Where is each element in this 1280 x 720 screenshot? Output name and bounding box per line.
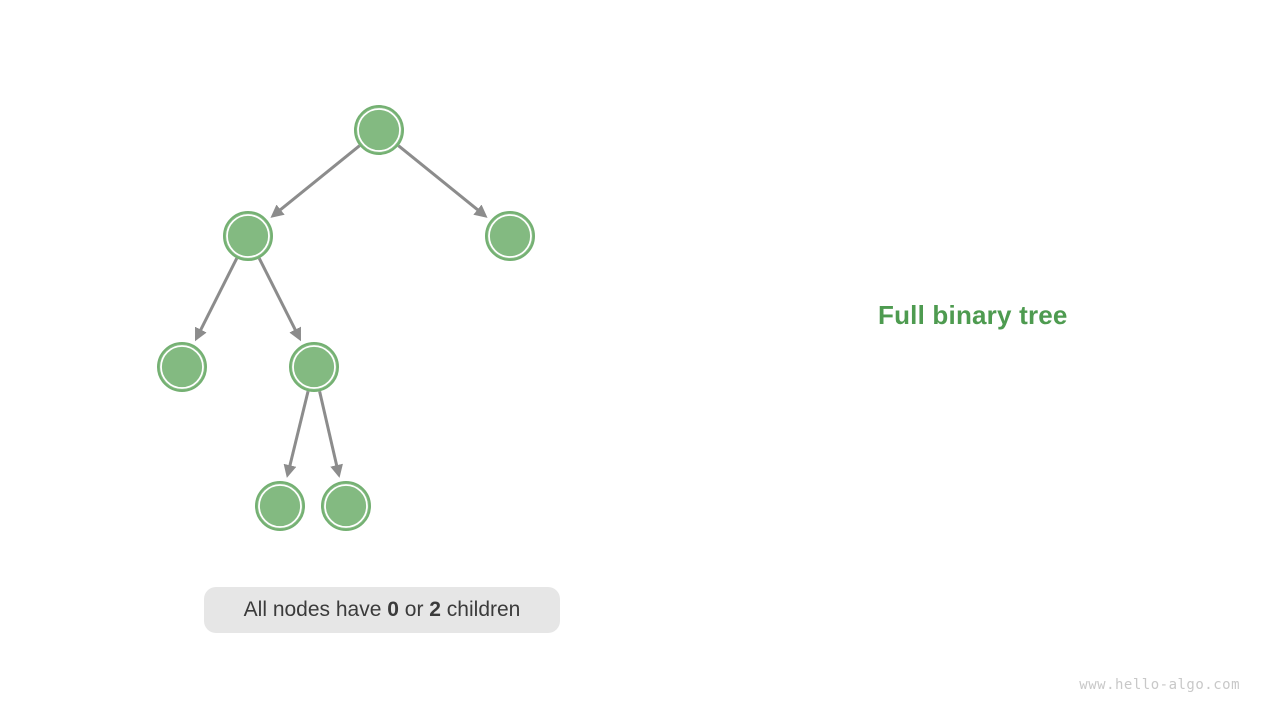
tree-edge-root-to-left: [270, 144, 361, 218]
tree-edge-left-to-left-left: [195, 257, 239, 342]
tree-node-left-right: [289, 342, 339, 392]
tree-edge-left-right-to-left-right-right: [318, 391, 343, 478]
caption-number-two: 2: [429, 598, 441, 621]
node-layer: [157, 105, 535, 531]
tree-node-left: [223, 211, 273, 261]
tree-edge-left-right-to-left-right-left: [283, 390, 310, 478]
watermark-url: www.hello-algo.com: [1079, 677, 1240, 693]
diagram-title-label: Full binary tree: [878, 300, 1068, 330]
tree-edge-root-to-right: [397, 144, 488, 218]
caption-pill: All nodes have 0 or 2 children: [204, 587, 560, 633]
caption-text-part: All nodes have: [243, 598, 388, 621]
caption-text-part: or: [398, 598, 430, 621]
tree-node-root: [354, 105, 404, 155]
tree-edge-left-to-left-right: [257, 257, 301, 342]
tree-node-left-right-right: [321, 481, 371, 531]
tree-node-right: [485, 211, 535, 261]
tree-node-left-right-left: [255, 481, 305, 531]
edge-layer: [195, 144, 488, 478]
caption-number-zero: 0: [387, 598, 399, 621]
caption-text-part: children: [440, 598, 521, 621]
tree-node-left-left: [157, 342, 207, 392]
